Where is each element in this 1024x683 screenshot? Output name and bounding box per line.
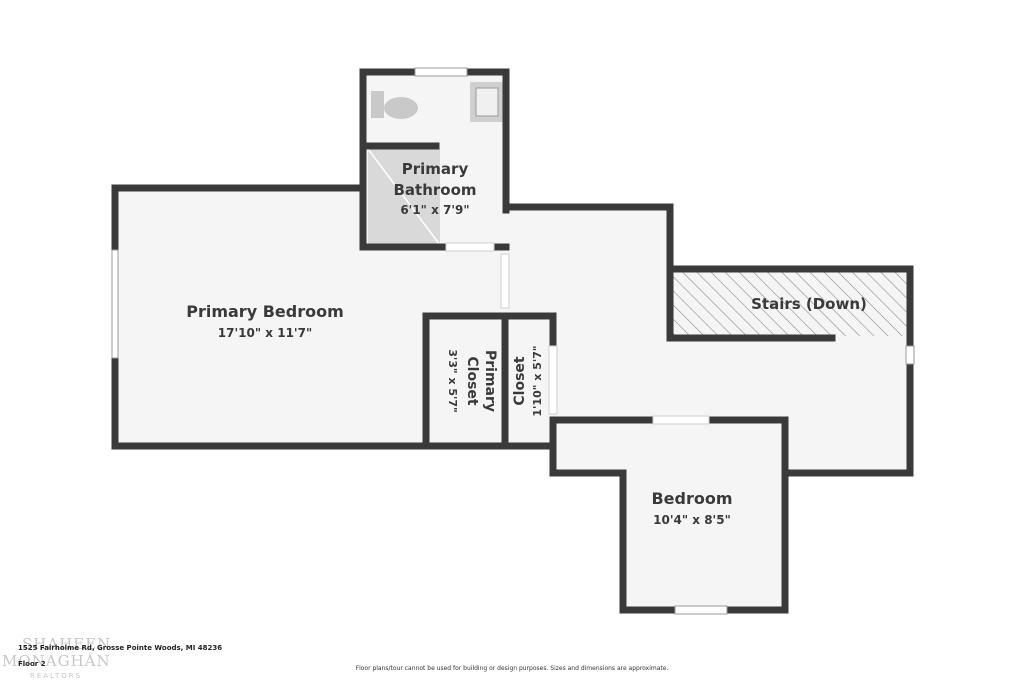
closet-label: Closet bbox=[512, 356, 528, 406]
primary-bathroom-dims: 6'1" x 7'9" bbox=[400, 203, 469, 217]
hall-floor bbox=[505, 207, 671, 447]
brokerage-logo: SHAHEEN MONAGHAN REALTORS bbox=[2, 636, 111, 680]
toilet-icon bbox=[371, 91, 418, 119]
window-west bbox=[111, 249, 119, 359]
window-bath bbox=[414, 67, 468, 77]
primary-closet-label-2: Closet bbox=[464, 356, 480, 406]
primary-bathroom-label-2: Bathroom bbox=[393, 181, 476, 199]
bedroom-floor bbox=[622, 420, 785, 610]
property-address: 1525 Fairholme Rd, Grosse Pointe Woods, … bbox=[18, 644, 223, 652]
primary-bathroom-label-1: Primary bbox=[402, 160, 469, 178]
bedroom-dims: 10'4" x 8'5" bbox=[653, 513, 731, 527]
bedroom-label: Bedroom bbox=[651, 489, 732, 508]
primary-closet-dims: 3'3" x 5'7" bbox=[446, 349, 459, 413]
window-east bbox=[905, 345, 915, 365]
sink-icon bbox=[470, 82, 503, 122]
windows bbox=[111, 67, 915, 615]
door-openings bbox=[445, 242, 710, 425]
stairs-hatch bbox=[672, 272, 908, 336]
primary-closet-label-1: Primary bbox=[482, 350, 498, 412]
logo-line-3: REALTORS bbox=[30, 672, 82, 680]
logo-line-2: MONAGHAN bbox=[2, 652, 111, 670]
window-bedroom bbox=[674, 605, 728, 615]
closet-dims: 1'10" x 5'7" bbox=[531, 345, 544, 416]
floor-label: Floor 2 bbox=[18, 660, 46, 668]
shower-diagonal bbox=[367, 148, 441, 246]
disclaimer: Floor plans/tour cannot be used for buil… bbox=[355, 665, 669, 672]
stairs-label: Stairs (Down) bbox=[751, 295, 867, 313]
primary-bedroom-dims: 17'10" x 11'7" bbox=[218, 326, 312, 340]
primary-bedroom-label: Primary Bedroom bbox=[186, 302, 344, 321]
logo-line-1: SHAHEEN bbox=[22, 636, 111, 653]
